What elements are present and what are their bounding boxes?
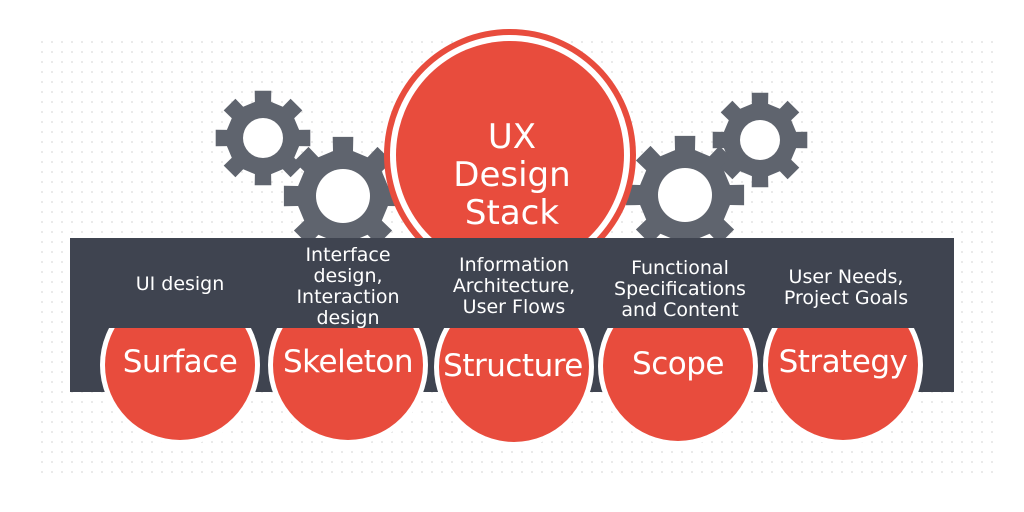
layer-name-surface: Surface <box>100 340 260 384</box>
gear-hole <box>740 120 780 160</box>
layer-description-scope: Functional Specifications and Content <box>594 253 766 325</box>
gear-hole <box>243 118 283 158</box>
layer-circle-fill <box>768 328 918 440</box>
title-line: Stack <box>464 193 560 233</box>
layer-name-skeleton: Skeleton <box>268 340 428 384</box>
title-circle <box>384 29 636 281</box>
gear-icon <box>283 136 403 256</box>
layer-circle-structure <box>434 328 594 447</box>
title-inner-circle <box>396 41 624 269</box>
layer-name-structure: Structure <box>432 344 594 388</box>
layer-description-structure: Information Architecture, User Flows <box>426 250 602 322</box>
layer-description-skeleton: Interface design, Interaction design <box>263 243 433 331</box>
description-line: Project Goals <box>783 287 909 309</box>
title-line: Design <box>453 155 571 195</box>
gear-icon <box>625 135 745 255</box>
layer-name-scope: Scope <box>598 342 758 386</box>
layer-circle-surface <box>100 328 260 445</box>
gear-icon <box>215 90 311 186</box>
description-line: Architecture, <box>452 274 576 297</box>
description-line: and Content <box>621 298 739 321</box>
layer-name: Surface <box>122 344 238 380</box>
layer-name: Structure <box>443 348 583 384</box>
layer-description-strategy: User Needs, Project Goals <box>762 258 930 318</box>
layer-circle-strategy <box>763 328 923 445</box>
description-line: Interface <box>305 244 391 266</box>
gears-group <box>215 90 808 256</box>
layer-name-strategy: Strategy <box>762 340 924 384</box>
layer-circle-fill <box>105 328 255 440</box>
layer-circle-scope <box>598 328 758 446</box>
description-line: Functional <box>631 256 729 279</box>
title-text: UX Design Stack <box>432 118 592 232</box>
description-line: User Needs, <box>788 266 904 288</box>
description-line: design <box>316 307 380 329</box>
description-line: User Flows <box>462 295 566 318</box>
layer-name: Strategy <box>778 344 908 380</box>
gear-hole <box>316 169 370 223</box>
layer-circle-skeleton <box>268 328 428 445</box>
gear-hole <box>658 168 712 222</box>
gear-icon <box>712 92 808 188</box>
layer-circle-fill <box>273 328 423 440</box>
description-line: design, <box>313 265 383 287</box>
layer-name: Skeleton <box>282 344 414 380</box>
layer-circle-fill <box>439 328 589 442</box>
layer-circles-group <box>100 328 923 447</box>
description-line: Specifications <box>614 277 746 300</box>
layer-description-surface: UI design <box>95 245 265 323</box>
description-line: Interaction <box>296 286 400 308</box>
title-line: UX <box>487 117 537 157</box>
description-line: Information <box>459 253 569 276</box>
layer-name: Scope <box>632 346 724 382</box>
layer-circle-fill <box>603 328 753 441</box>
description-line: UI design <box>135 272 225 295</box>
